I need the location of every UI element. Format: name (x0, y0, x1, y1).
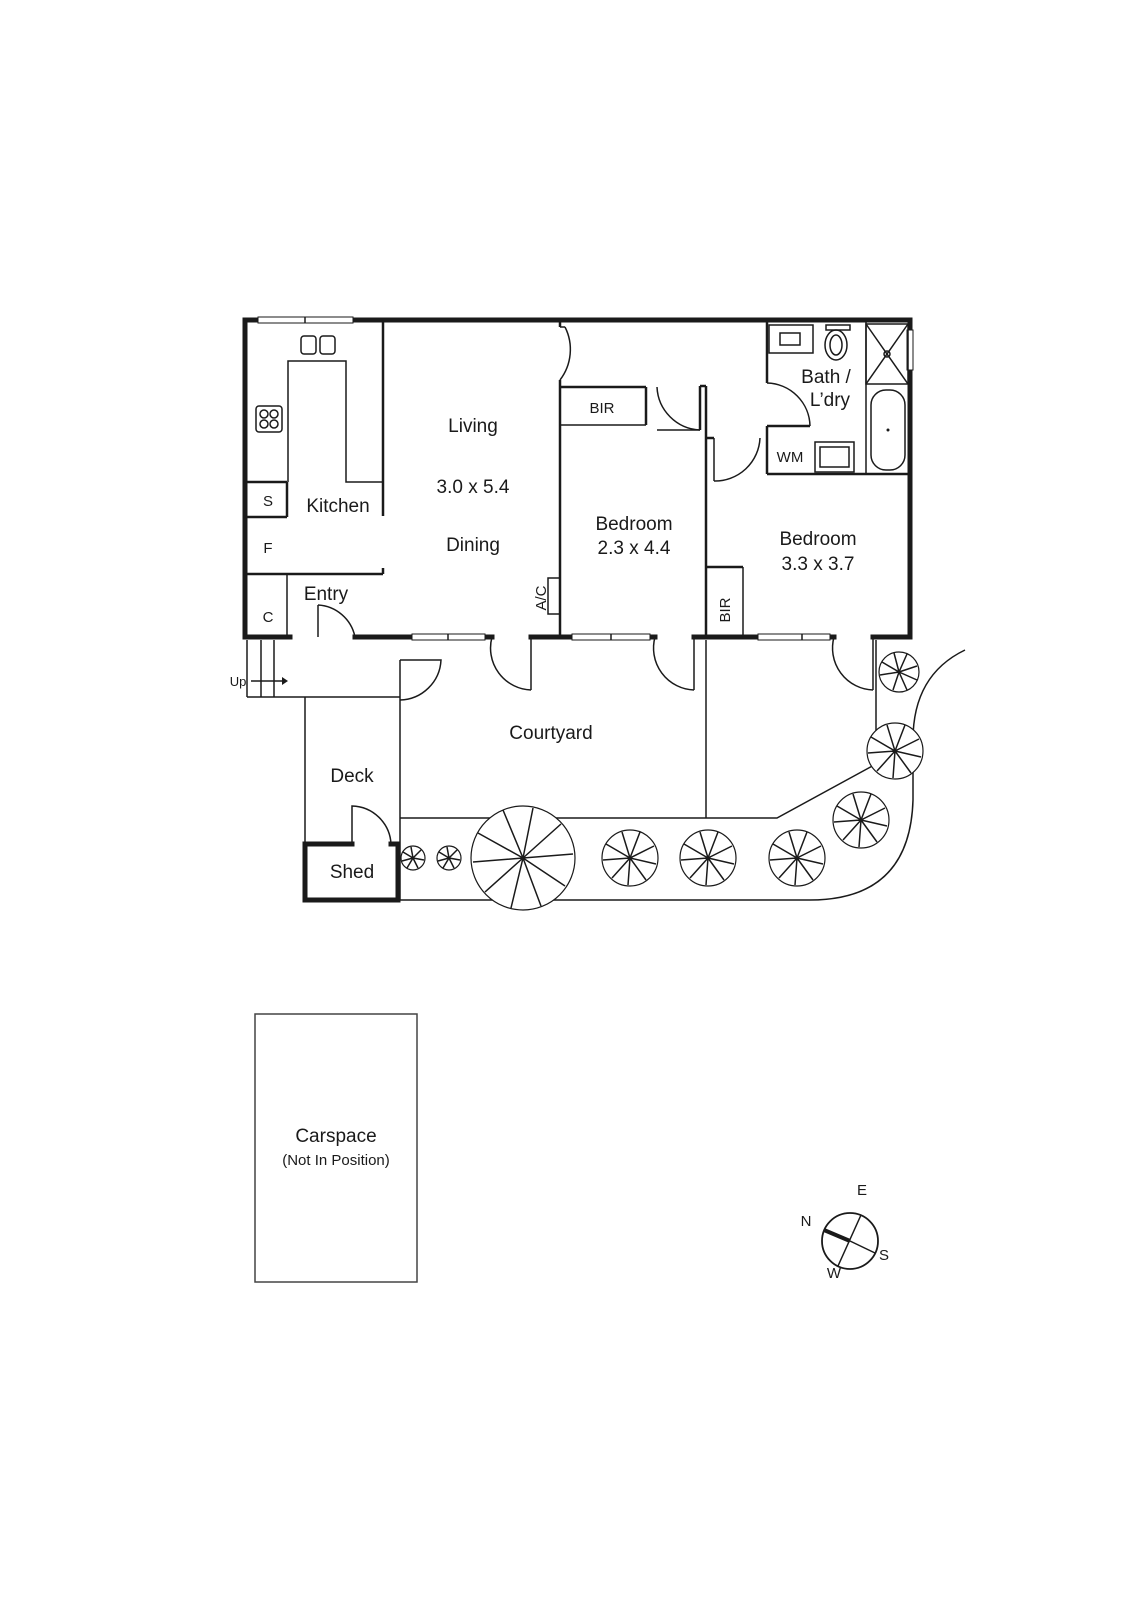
bir2-label: BIR (717, 597, 734, 622)
tree-icon (400, 845, 426, 871)
tree-icon (470, 805, 576, 911)
bir1-label: BIR (589, 400, 614, 417)
compass-n: N (801, 1213, 812, 1230)
shower-icon (865, 323, 909, 385)
bedroom1-dimensions: 2.3 x 4.4 (598, 538, 671, 559)
bath-label: Bath / (801, 367, 851, 388)
sink-bowl-icon (300, 335, 317, 355)
room-labels: Living 3.0 x 5.4 Dining Kitchen Entry Be… (282, 367, 856, 1169)
garden-trees (400, 651, 924, 911)
tree-icon (601, 829, 659, 887)
tree-icon (679, 829, 737, 887)
compass-e: E (857, 1182, 867, 1199)
laundry-trough-icon (814, 441, 855, 473)
ac-unit-icon (547, 577, 561, 615)
shed-label: Shed (330, 862, 374, 883)
carspace-outline (254, 1013, 418, 1283)
compass-labels: N E S W (801, 1182, 889, 1282)
f-label: F (263, 540, 272, 557)
compass-w: W (827, 1265, 842, 1282)
bedroom2-label: Bedroom (779, 529, 856, 550)
compass-icon (821, 1212, 879, 1270)
toilet-icon (824, 329, 848, 361)
deck-label: Deck (330, 766, 374, 787)
tree-icon (832, 791, 890, 849)
tree-icon (878, 651, 920, 693)
ac-label: A/C (533, 585, 550, 610)
courtyard-label: Courtyard (509, 723, 592, 744)
living-label: Living (448, 416, 498, 437)
tree-icon (436, 845, 462, 871)
kitchen-fixtures (255, 335, 561, 615)
compass-s: S (879, 1247, 889, 1264)
kitchen-label: Kitchen (306, 496, 369, 517)
stairs (246, 640, 400, 698)
bath-fixtures (768, 323, 909, 473)
fixture-labels: S F C BIR BIR A/C WM Up (230, 400, 804, 689)
tree-icon (768, 829, 826, 887)
living-dimensions: 3.0 x 5.4 (437, 477, 510, 498)
cooktop-icon (255, 405, 283, 433)
wm-label: WM (777, 449, 804, 466)
entry-label: Entry (304, 584, 349, 605)
sink-bowl-icon (319, 335, 336, 355)
dining-label: Dining (446, 535, 500, 556)
vanity-icon (768, 324, 814, 354)
bathtub-icon (870, 389, 906, 471)
laundry-label: L’dry (810, 390, 851, 411)
bedroom2-dimensions: 3.3 x 3.7 (782, 554, 855, 575)
tree-icon (866, 722, 924, 780)
s-label: S (263, 493, 273, 510)
windows (257, 316, 914, 641)
doors (317, 326, 874, 845)
house-walls (242, 317, 913, 640)
outdoor-areas (302, 640, 966, 903)
c-label: C (263, 609, 274, 626)
bedroom1-label: Bedroom (595, 514, 672, 535)
up-label: Up (230, 674, 247, 689)
carspace-note: (Not In Position) (282, 1152, 390, 1169)
carspace-label: Carspace (295, 1126, 376, 1147)
